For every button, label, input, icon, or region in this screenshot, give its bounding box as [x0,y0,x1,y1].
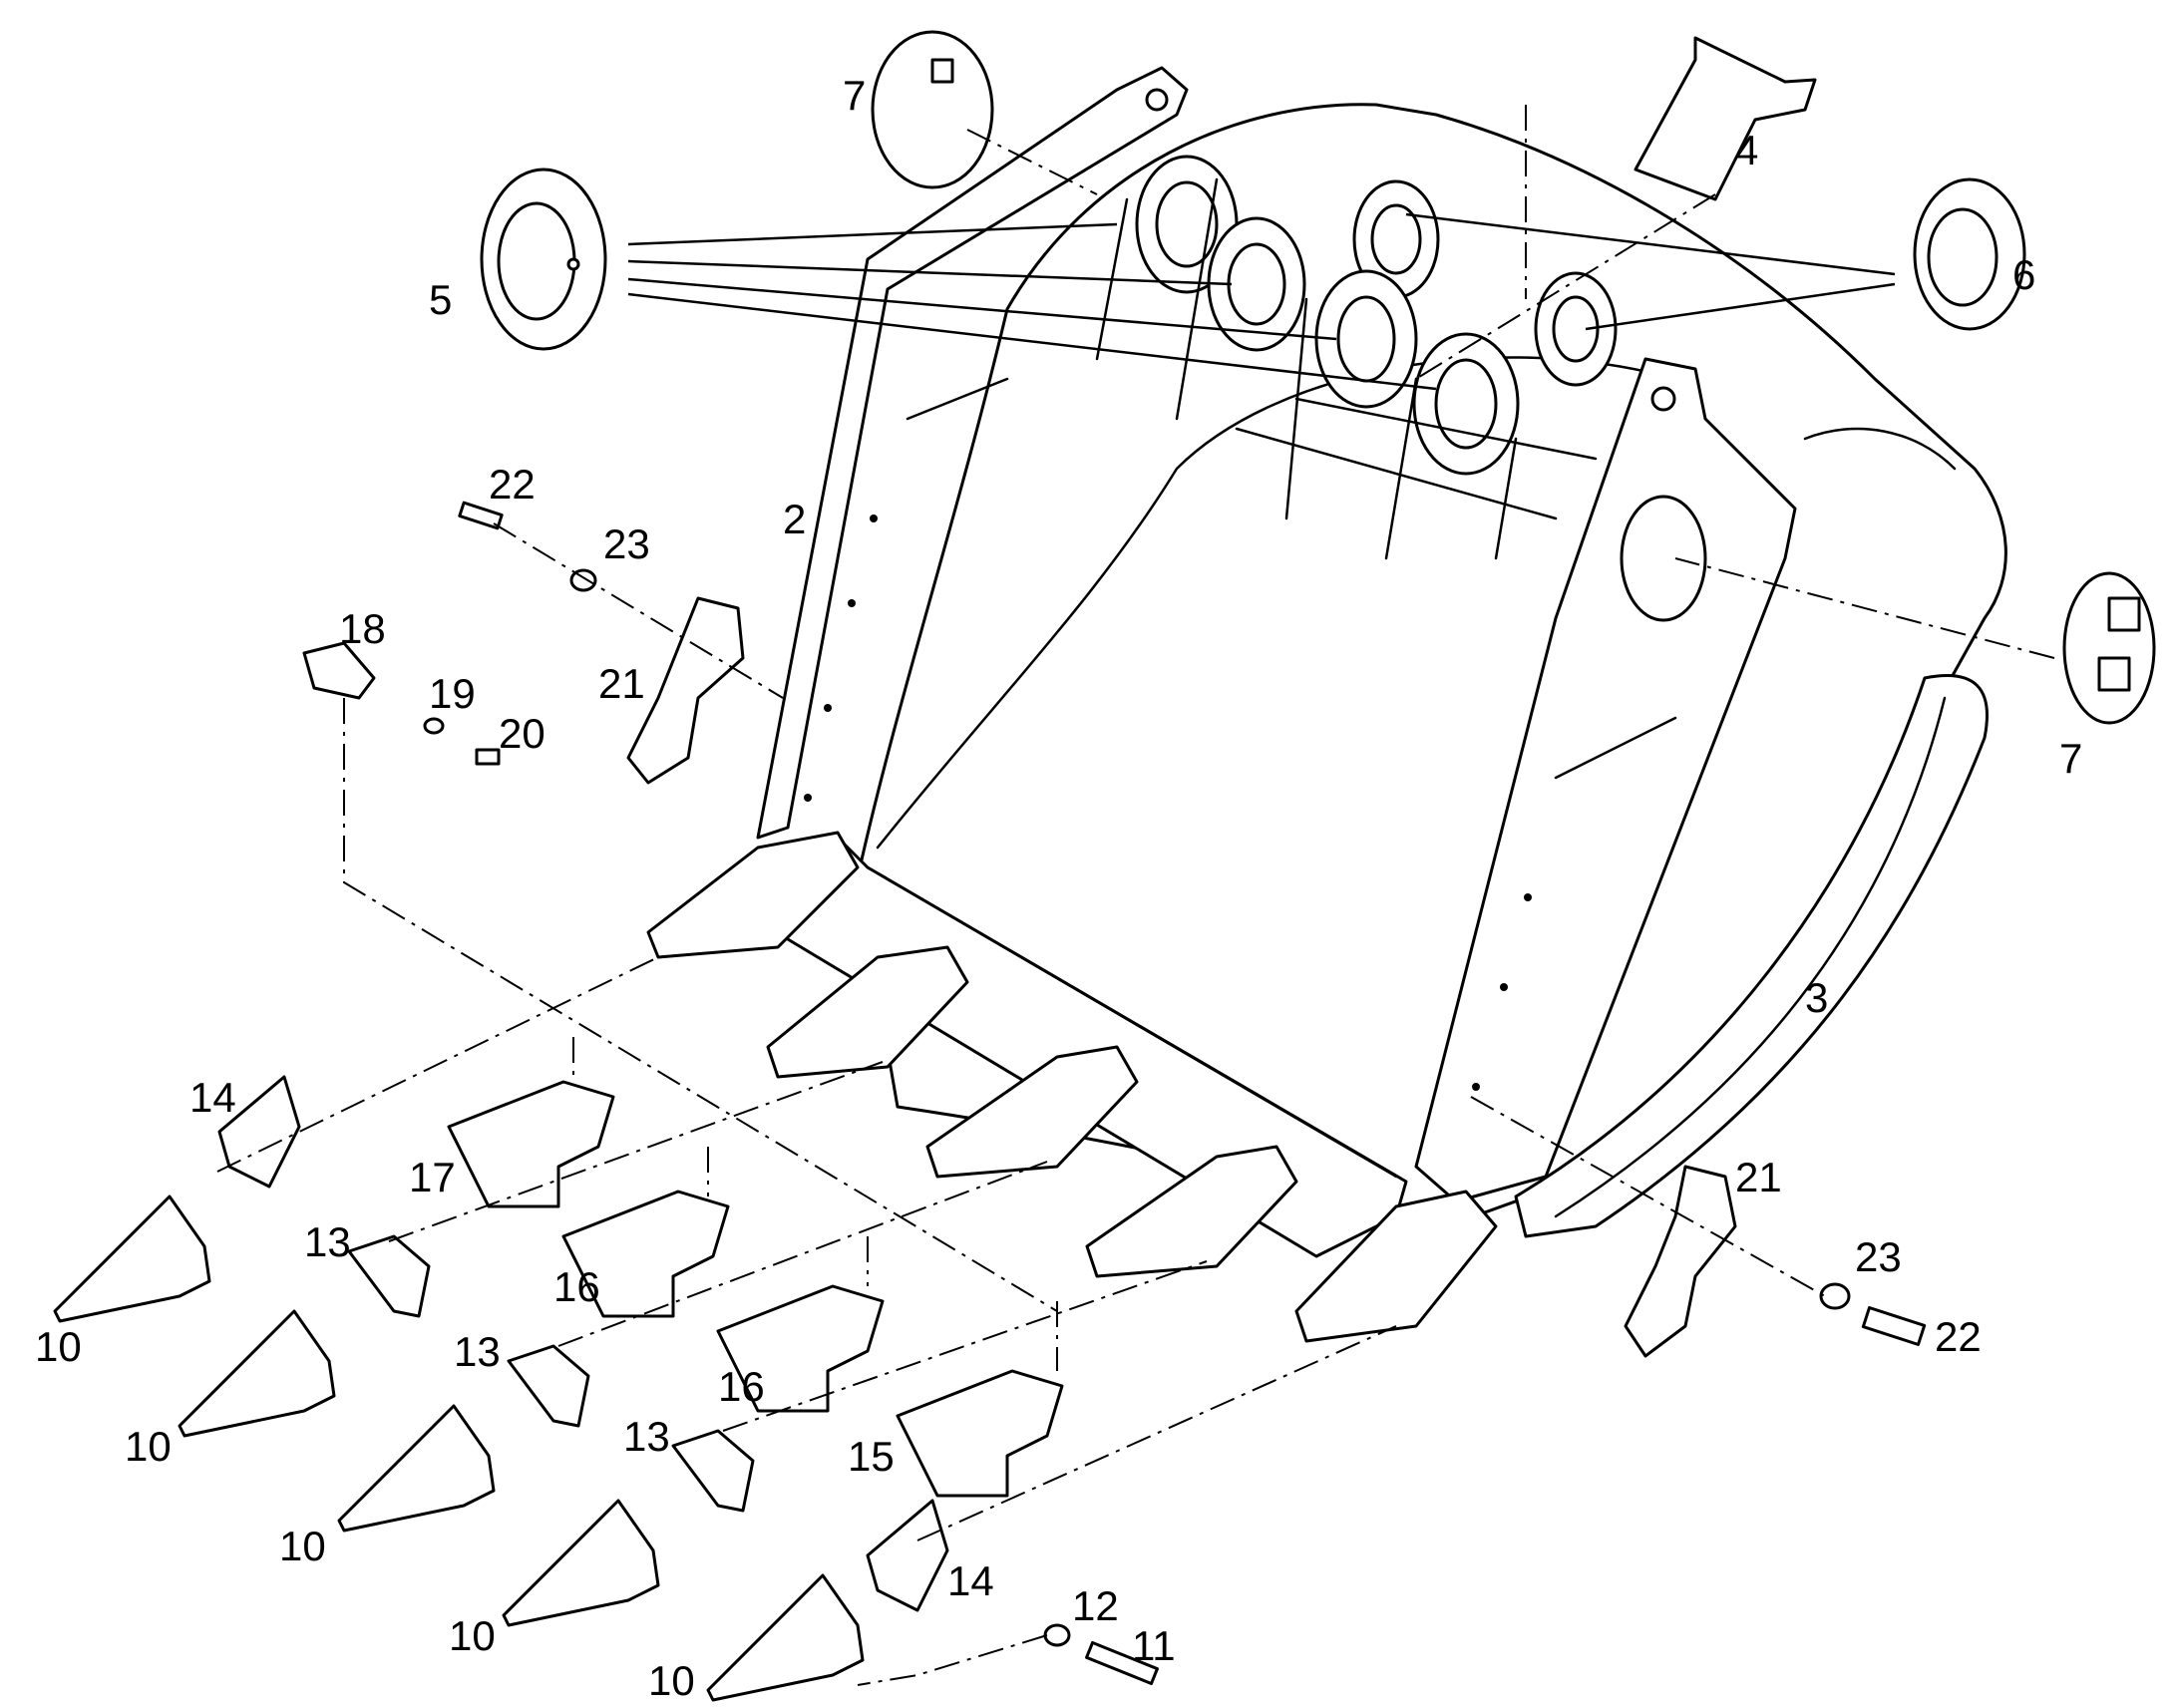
label-part-16-b: 16 [718,1363,765,1410]
part-14-side-protectors [217,1075,949,1612]
label-part-13-a: 13 [304,1218,351,1265]
label-part-10-e: 10 [648,1657,695,1704]
label-part-14-b: 14 [947,1557,994,1604]
label-part-7-top: 7 [843,72,866,119]
label-part-18: 18 [339,605,386,652]
part-10-tips [53,1195,865,1702]
callout-labels: 2 3 4 5 6 7 7 10 10 10 10 10 11 12 13 13… [35,72,2082,1704]
leader-lines [216,105,2055,1686]
label-part-4: 4 [1735,127,1758,173]
label-part-21-left: 21 [598,660,645,707]
label-part-2: 2 [783,496,806,542]
part-19-washer [423,717,445,735]
part-16-shroud-a [561,1190,730,1318]
label-part-21-right: 21 [1735,1154,1782,1200]
label-part-5: 5 [429,276,452,323]
label-part-19: 19 [429,670,476,717]
part-23-washer-right [1819,1282,1851,1310]
hinge-bosses [1095,155,1618,560]
part-21-side-cutter-right [1624,1165,1737,1358]
label-part-7-right: 7 [2059,735,2082,782]
label-part-22-right: 22 [1935,1313,1982,1360]
label-part-6: 6 [2012,251,2035,298]
part-15-shroud [896,1369,1064,1498]
bucket-body [646,66,2007,1343]
label-part-23-right: 23 [1855,1233,1902,1280]
label-part-13-b: 13 [454,1328,501,1375]
label-part-14-a: 14 [189,1074,236,1121]
label-part-11: 11 [1132,1622,1176,1669]
label-part-10-b: 10 [125,1423,172,1470]
label-part-20: 20 [499,710,545,757]
label-part-17: 17 [409,1154,456,1200]
label-part-23-left: 23 [603,520,650,567]
label-part-10-c: 10 [279,1523,326,1569]
label-part-3: 3 [1805,974,1828,1021]
part-5-bearing-cover [480,168,607,351]
label-part-22-left: 22 [489,461,536,508]
label-part-10-d: 10 [449,1612,496,1659]
part-18-retainer [302,641,376,700]
part-7-decal-top [871,30,994,189]
part-12-washer [1043,1623,1071,1647]
label-part-10-a: 10 [35,1323,82,1370]
part-23-washer-left [569,568,597,592]
part-20-bolt [475,748,501,766]
label-part-12: 12 [1072,1582,1119,1629]
part-6-bearing-cover [1913,177,2026,331]
part-22-pin-left [458,501,504,530]
part-16-shroud-b [716,1284,885,1413]
part-21-side-cutter-left [626,596,745,785]
part-22-pin-right [1861,1306,1927,1346]
label-part-16-a: 16 [553,1263,600,1310]
label-part-15: 15 [848,1433,895,1480]
tooth-adapters [646,831,1498,1343]
label-part-13-c: 13 [623,1413,670,1460]
part-13-wear-caps [347,1234,755,1513]
part-11-bolt [1085,1640,1159,1686]
part-4-bracket [1634,36,1817,201]
part-17-shroud [447,1080,615,1208]
part-7-decal-right [2062,571,2156,725]
